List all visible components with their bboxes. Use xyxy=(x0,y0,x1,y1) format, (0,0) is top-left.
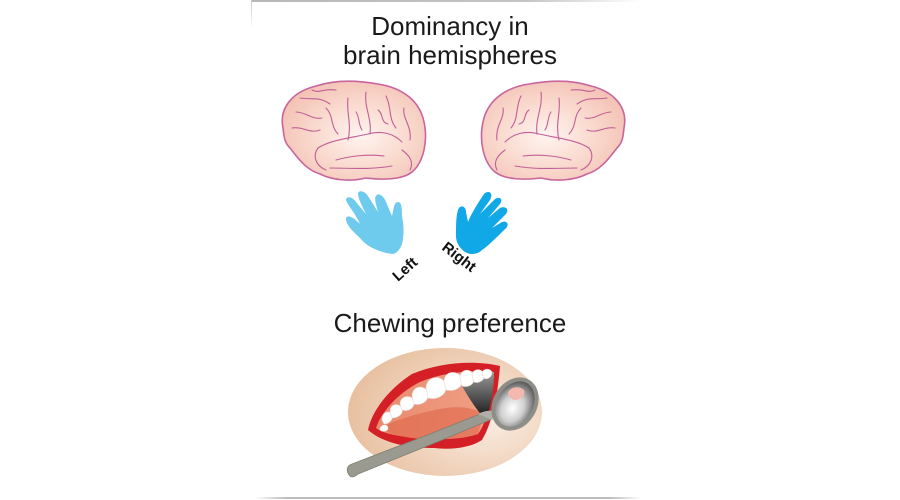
title-line-1: Dominancy in xyxy=(371,11,529,41)
mouth-with-dental-mirror-icon xyxy=(346,348,542,478)
chewing-preference-title: Chewing preference xyxy=(333,308,567,338)
panel-bottom-border xyxy=(255,497,641,499)
brain-left-hemisphere-icon xyxy=(281,80,427,181)
panel-left-border xyxy=(251,0,252,30)
mirror-glass xyxy=(495,381,535,427)
title-line-2: brain hemispheres xyxy=(343,40,557,70)
left-hand-icon xyxy=(346,191,404,254)
left-hand-label: Left xyxy=(389,254,421,285)
right-hand-icon xyxy=(456,192,508,254)
teeth xyxy=(379,368,493,432)
dominancy-title: Dominancy in brain hemispheres xyxy=(0,12,900,70)
brain-right-hemisphere-icon xyxy=(480,80,626,181)
panel-top-border xyxy=(251,0,641,2)
diagram-panel xyxy=(251,0,641,499)
